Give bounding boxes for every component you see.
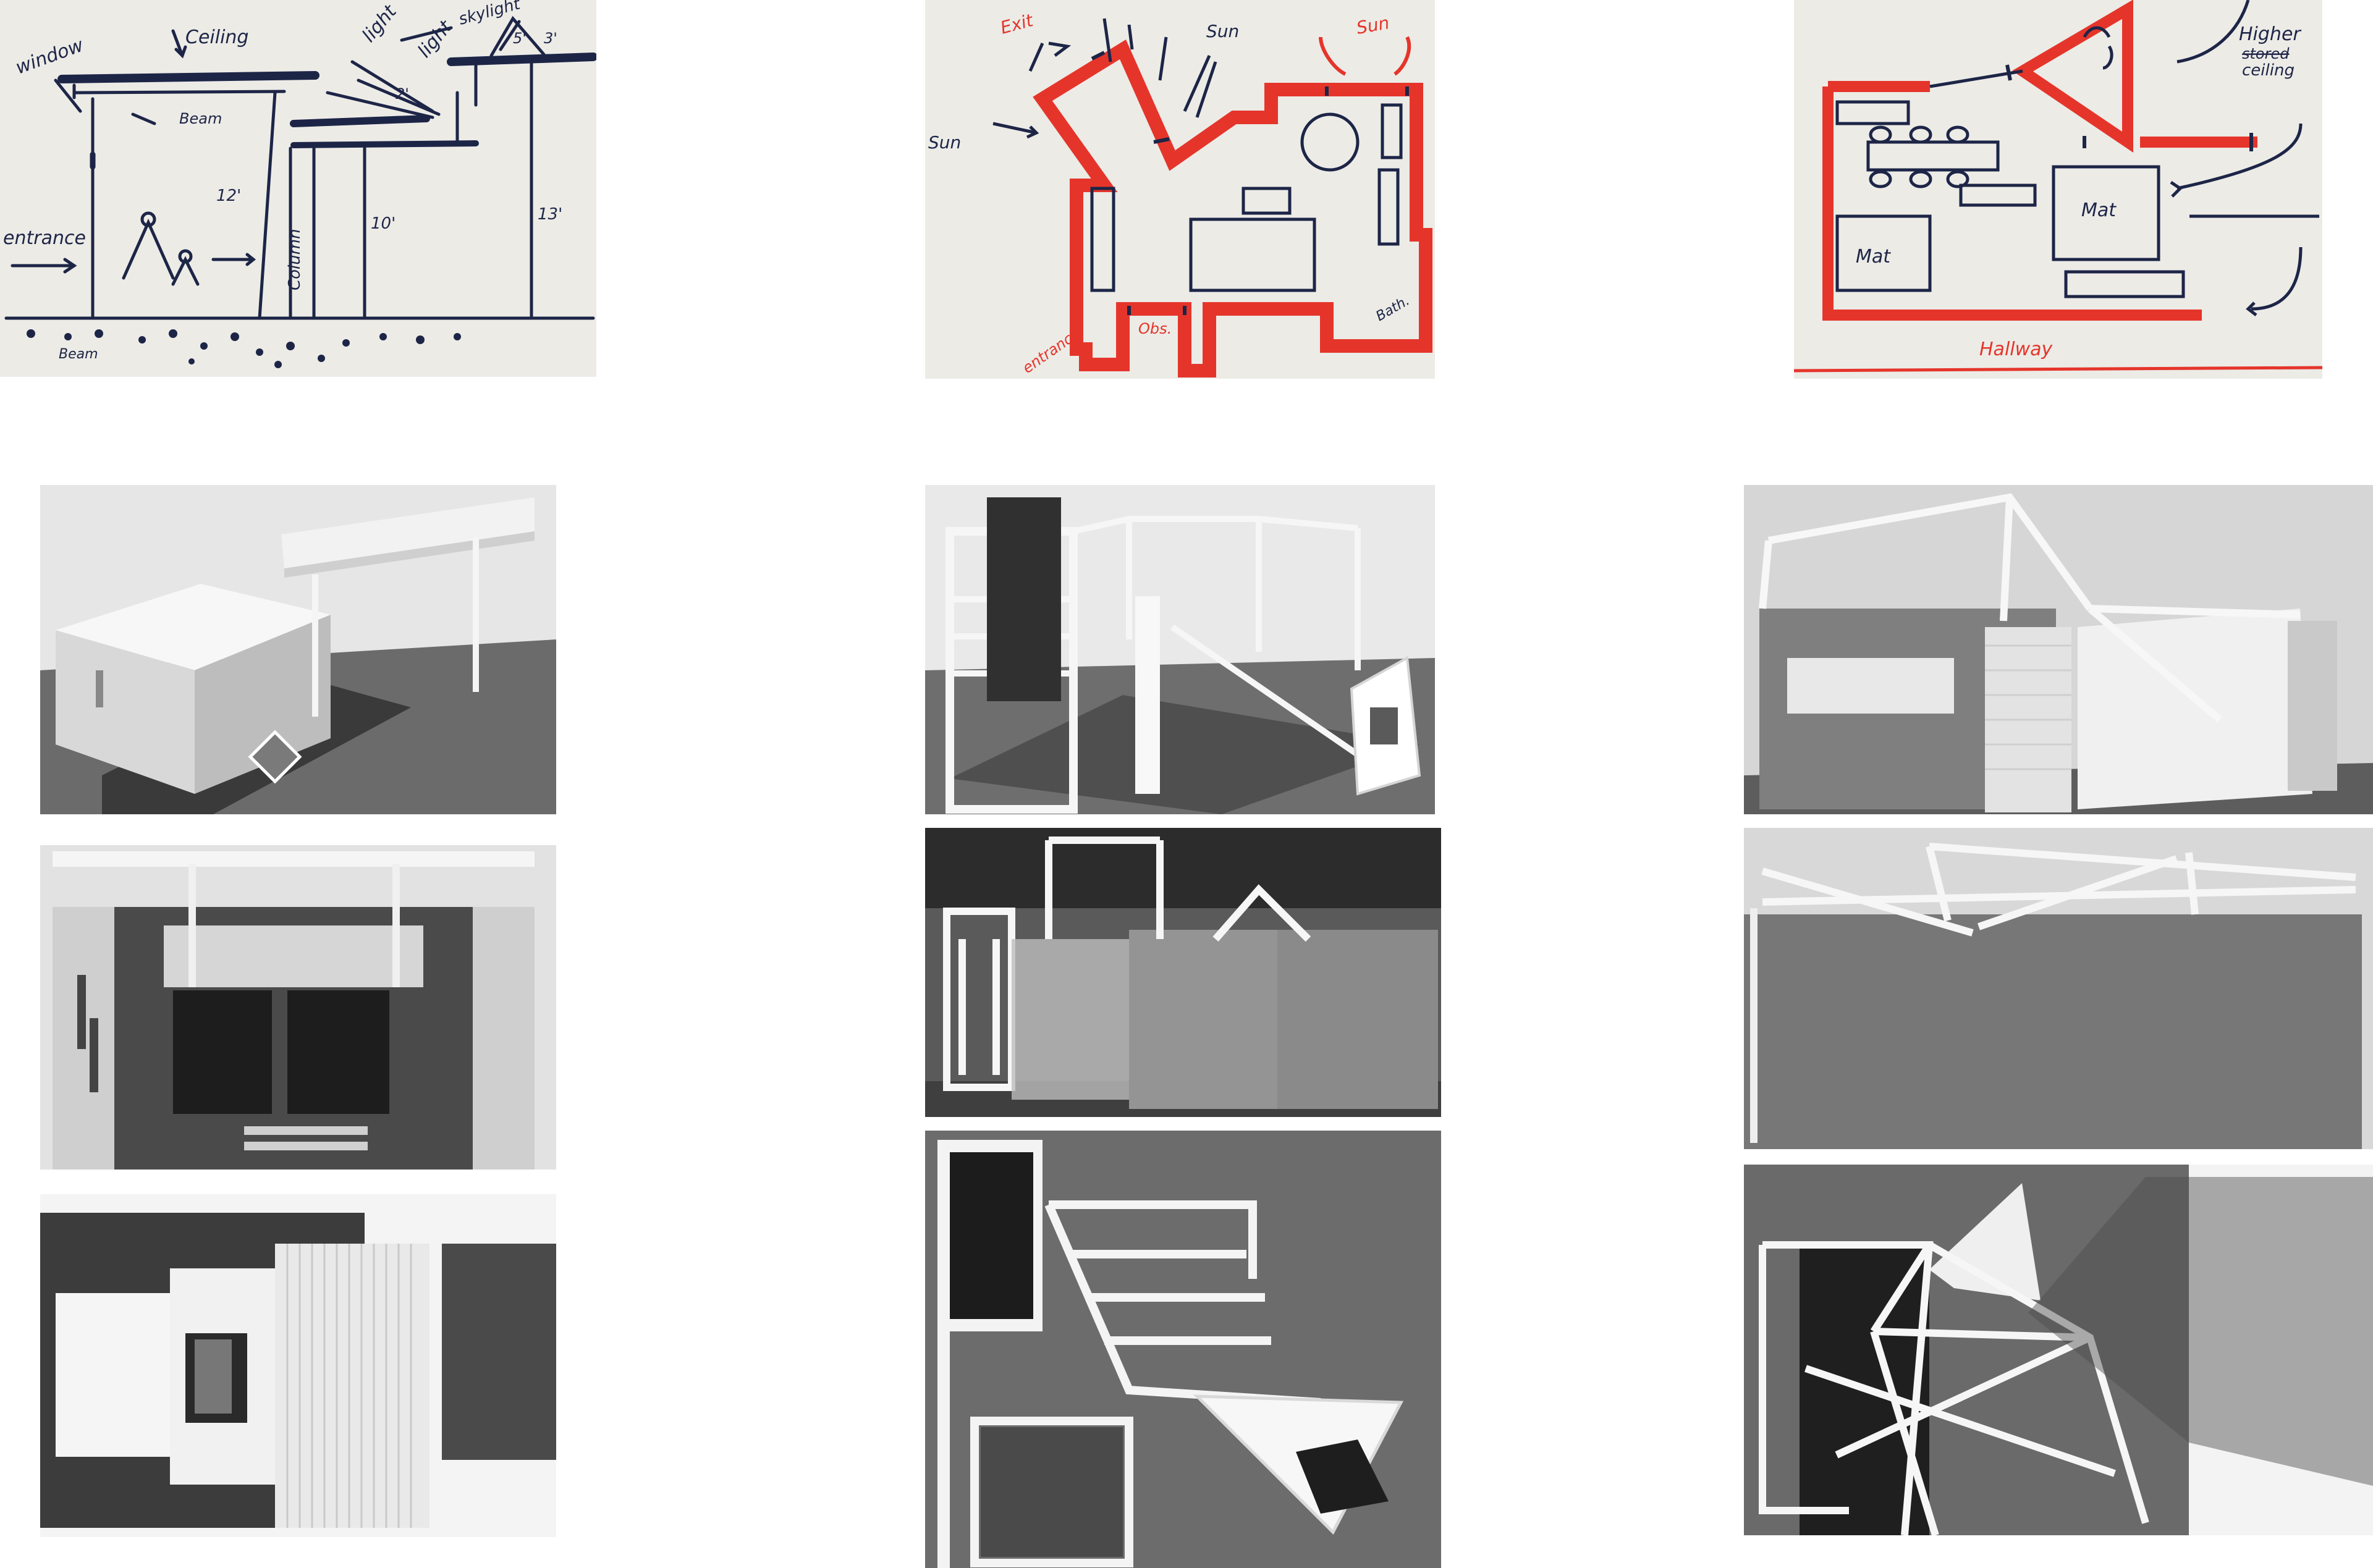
sketch-section-drawing: Ceiling window light light skylight Beam… [3, 0, 596, 368]
sketch-plan-b-label-ceiling: ceiling [2242, 61, 2295, 80]
sketch-plan-b-drawing: Higher stored ceiling Mat Mat Hallway [1794, 0, 2322, 373]
model-3-elevation-photo [1744, 828, 2373, 1149]
sketch-section-label-13ft: 13' [538, 205, 562, 224]
sketch-plan-a: Exit Sun Sun Sun Obs. Bath. entrance [925, 0, 1435, 379]
model-3-perspective-photo [1744, 485, 2373, 814]
model-2-elevation-photo [925, 828, 1441, 1117]
sketch-plan-a-label-exit: Exit [998, 10, 1036, 38]
sketch-plan-b: Higher stored ceiling Mat Mat Hallway [1794, 0, 2322, 379]
sketch-plan-a-label-sun-right: Sun [1355, 12, 1390, 38]
sketch-plan-b-label-mat-right: Mat [2081, 200, 2117, 221]
sketch-section-label-ground-beam: Beam [59, 347, 98, 362]
sketch-plan-a-label-bath: Bath. [1374, 293, 1413, 324]
sketch-plan-b-label-higher: Higher [2239, 23, 2301, 45]
sketch-section-label-5ft: 5' [513, 30, 527, 47]
model-3-elevation-drawing [1744, 828, 2373, 1149]
model-1-perspective-photo [40, 485, 556, 814]
model-3-perspective-drawing [1744, 485, 2373, 814]
sketch-section-label-10ft: 10' [371, 214, 396, 233]
sketch-section-label-3ft: 3' [544, 30, 557, 47]
model-2-perspective-drawing [925, 485, 1435, 814]
model-2-plan-drawing [925, 1131, 1441, 1568]
sketch-section-label-ceiling: Ceiling [185, 27, 248, 48]
sketch-section-label-window: window [13, 35, 87, 79]
model-2-perspective-photo [925, 485, 1435, 814]
model-3-plan-photo [1744, 1165, 2373, 1535]
sketch-section-label-entrance: entrance [3, 227, 86, 249]
sketch-plan-a-label-obs: Obs. [1138, 320, 1172, 337]
sketch-plan-b-label-mat-left: Mat [1856, 246, 1891, 268]
sketch-plan-b-label-struck: stored [2242, 45, 2290, 62]
model-1-plan-photo [40, 1194, 556, 1537]
sketch-section-label-light-b: light [413, 16, 457, 62]
sketch-section-label-12ft: 12' [216, 187, 241, 205]
sketch-section: Ceiling window light light skylight Beam… [0, 0, 596, 377]
sketch-section-label-column: Column [286, 229, 304, 290]
model-1-elevation-photo [40, 845, 556, 1170]
sketch-section-label-light-a: light [358, 1, 401, 46]
sketch-section-label-beam: Beam [179, 110, 222, 127]
sketch-plan-a-label-sun-top: Sun [1206, 21, 1239, 41]
model-1-plan-drawing [40, 1194, 556, 1537]
model-1-elevation-drawing [40, 845, 556, 1170]
model-3-plan-drawing [1744, 1165, 2373, 1535]
sketch-plan-b-label-hallway: Hallway [1979, 339, 2054, 360]
sketch-plan-a-drawing: Exit Sun Sun Sun Obs. Bath. entrance [928, 10, 1432, 377]
sketch-section-label-skylight: skylight [457, 0, 523, 29]
model-2-plan-photo [925, 1131, 1441, 1568]
model-2-elevation-drawing [925, 828, 1441, 1117]
sketch-plan-a-label-sun-left: Sun [928, 132, 961, 153]
sketch-section-label-2ft: 2' [396, 85, 409, 103]
model-1-perspective-drawing [40, 485, 556, 814]
